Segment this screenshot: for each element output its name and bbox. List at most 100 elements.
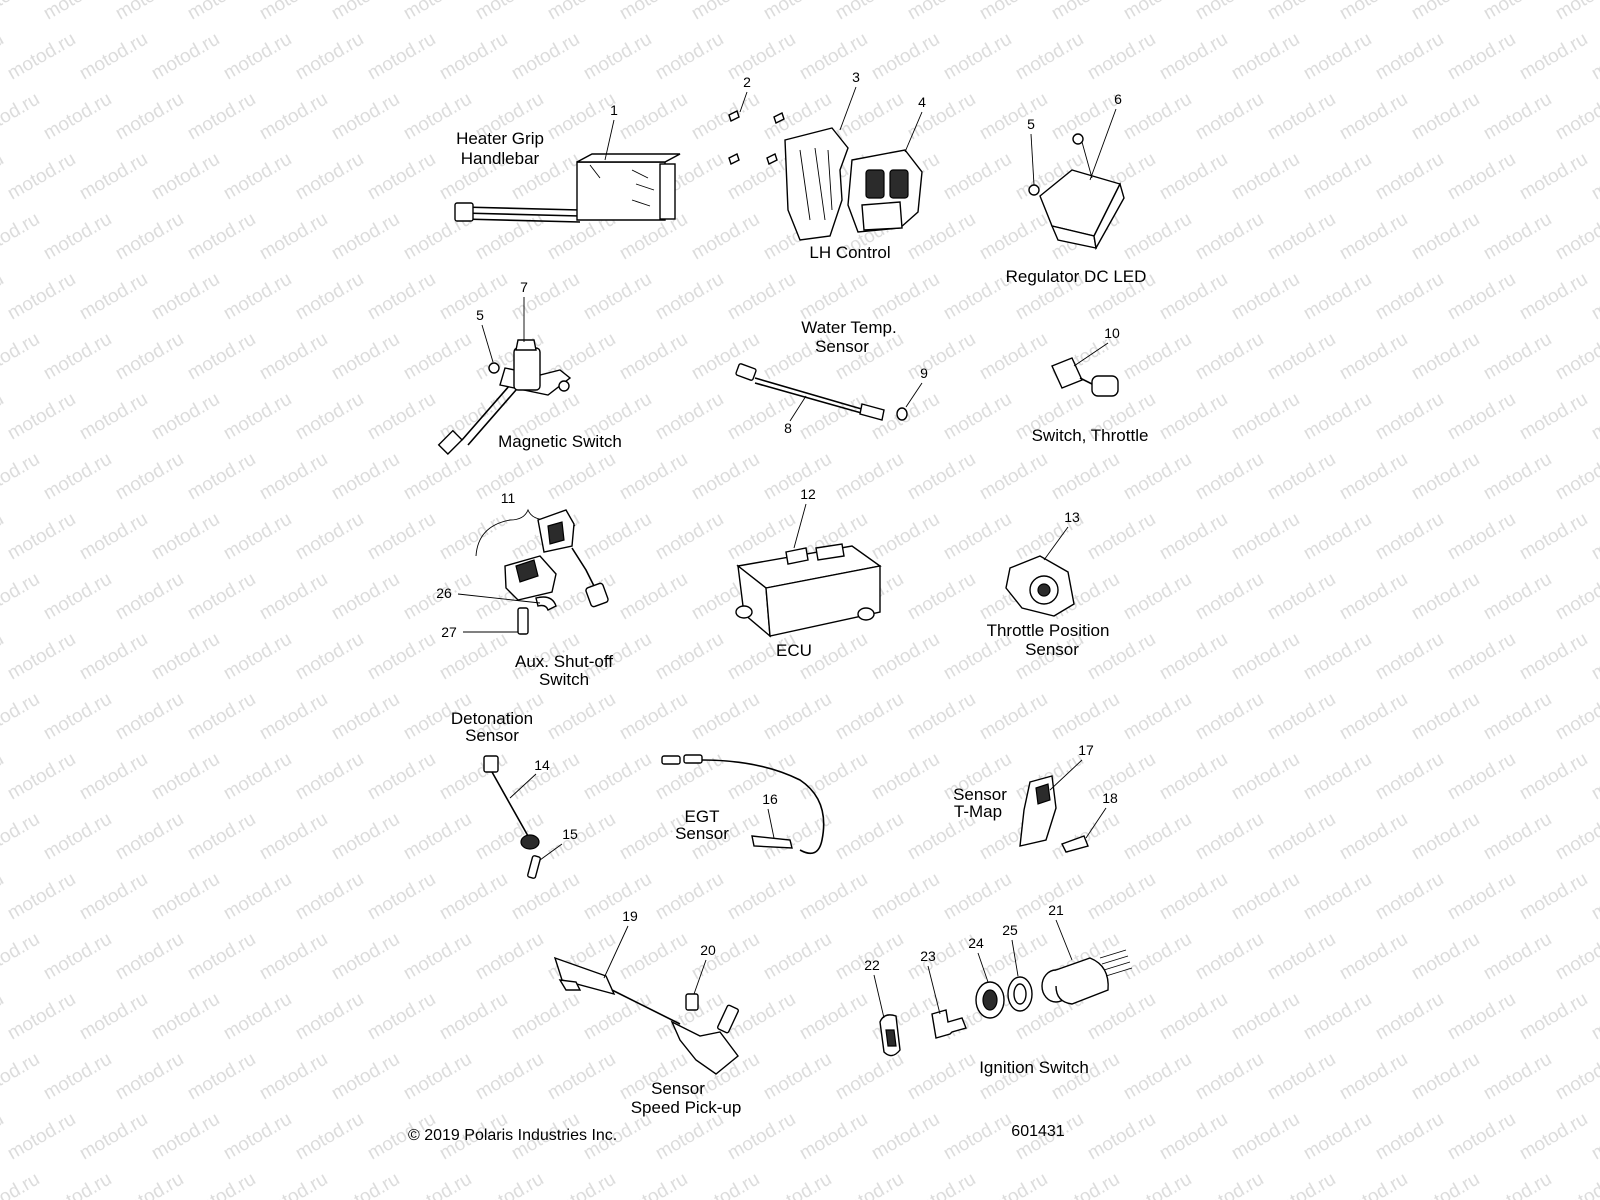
watermark-text: motod.ru <box>1444 389 1519 445</box>
watermark-text: motod.ru <box>0 149 7 205</box>
watermark-text: motod.ru <box>1408 449 1483 505</box>
watermark-text: motod.ru <box>1480 0 1555 24</box>
watermark-text: motod.ru <box>400 929 475 985</box>
watermark-text: motod.ru <box>760 689 835 745</box>
lh-control-part[interactable] <box>728 110 923 241</box>
watermark-text: motod.ru <box>1444 749 1519 805</box>
throttle-position-sensor-part[interactable] <box>1005 555 1075 617</box>
watermark-text: motod.ru <box>1372 149 1447 205</box>
watermark-text: motod.ru <box>1192 1049 1267 1105</box>
watermark-text: motod.ru <box>4 509 79 565</box>
watermark-text: motod.ru <box>832 1169 907 1200</box>
watermark-text: motod.ru <box>1552 329 1600 385</box>
watermark-text: motod.ru <box>1480 929 1555 985</box>
watermark-text: motod.ru <box>76 989 151 1045</box>
watermark-text: motod.ru <box>1192 449 1267 505</box>
watermark-text: motod.ru <box>1588 869 1600 925</box>
watermark-text: motod.ru <box>364 509 439 565</box>
regulator-part[interactable] <box>1028 133 1125 251</box>
watermark-text: motod.ru <box>1372 749 1447 805</box>
watermark-text: motod.ru <box>796 989 871 1045</box>
aux-shutoff-switch-part[interactable] <box>475 508 609 635</box>
watermark-text: motod.ru <box>796 269 871 325</box>
watermark-text: motod.ru <box>1336 329 1411 385</box>
watermark-text: motod.ru <box>184 1169 259 1200</box>
watermark-text: motod.ru <box>0 569 43 625</box>
watermark-text: motod.ru <box>1120 0 1195 24</box>
watermark-text: motod.ru <box>904 89 979 145</box>
watermark-text: motod.ru <box>652 869 727 925</box>
watermark-text: motod.ru <box>652 389 727 445</box>
watermark-text: motod.ru <box>0 509 7 565</box>
magnetic-switch-part[interactable] <box>437 339 572 456</box>
watermark-text: motod.ru <box>40 449 115 505</box>
egt-sensor-part[interactable] <box>661 754 825 855</box>
watermark-text: motod.ru <box>472 929 547 985</box>
watermark-text: motod.ru <box>580 989 655 1045</box>
watermark-text: motod.ru <box>832 809 907 865</box>
watermark-text: motod.ru <box>1156 29 1231 85</box>
copyright-text: © 2019 Polaris Industries Inc. <box>408 1127 617 1144</box>
watermark-text: motod.ru <box>1372 869 1447 925</box>
watermark-text: motod.ru <box>868 629 943 685</box>
watermark-text: motod.ru <box>220 389 295 445</box>
watermark-text: motod.ru <box>1048 449 1123 505</box>
watermark-text: motod.ru <box>1120 89 1195 145</box>
watermark-text: motod.ru <box>220 1109 295 1165</box>
watermark-text: motod.ru <box>868 29 943 85</box>
watermark-text: motod.ru <box>292 149 367 205</box>
watermark-text: motod.ru <box>364 269 439 325</box>
watermark-text: motod.ru <box>1588 1109 1600 1165</box>
watermark-text: motod.ru <box>1408 0 1483 24</box>
watermark-text: motod.ru <box>436 29 511 85</box>
watermark-text: motod.ru <box>184 209 259 265</box>
callout-1: 1 <box>610 102 618 118</box>
watermark-text: motod.ru <box>4 989 79 1045</box>
watermark-text: motod.ru <box>1048 809 1123 865</box>
watermark-text: motod.ru <box>1300 509 1375 565</box>
ecu-part[interactable] <box>735 543 882 638</box>
watermark-text: motod.ru <box>832 689 907 745</box>
watermark-text: motod.ru <box>40 809 115 865</box>
watermark-text: motod.ru <box>616 929 691 985</box>
watermark-text: motod.ru <box>868 269 943 325</box>
watermark-text: motod.ru <box>148 1109 223 1165</box>
watermark-text: motod.ru <box>220 869 295 925</box>
heater-grip-label-line1: Heater Grip <box>456 129 544 148</box>
watermark-text: motod.ru <box>328 689 403 745</box>
watermark-text: motod.ru <box>580 509 655 565</box>
watermark-text: motod.ru <box>112 569 187 625</box>
watermark-text: motod.ru <box>0 749 7 805</box>
detonation-sensor-part[interactable] <box>483 755 541 879</box>
watermark-text: motod.ru <box>1264 569 1339 625</box>
watermark-text: motod.ru <box>184 449 259 505</box>
watermark-text: motod.ru <box>1192 0 1267 24</box>
watermark-text: motod.ru <box>328 0 403 24</box>
watermark-text: motod.ru <box>256 89 331 145</box>
ignition-switch-part[interactable] <box>879 949 1133 1057</box>
watermark-text: motod.ru <box>1516 989 1591 1045</box>
watermark-text: motod.ru <box>436 989 511 1045</box>
watermark-text: motod.ru <box>472 1169 547 1200</box>
callout-20: 20 <box>700 942 716 958</box>
speed-pickup-sensor-part[interactable] <box>553 956 739 1075</box>
tmap-sensor-part[interactable] <box>1019 775 1089 853</box>
watermark-text: motod.ru <box>0 869 7 925</box>
watermark-text: motod.ru <box>616 329 691 385</box>
watermark-text: motod.ru <box>184 0 259 24</box>
watermark-text: motod.ru <box>148 869 223 925</box>
watermark-text: motod.ru <box>1372 629 1447 685</box>
watermark-text: motod.ru <box>1012 29 1087 85</box>
heater-grip-part[interactable] <box>454 153 681 223</box>
watermark-text: motod.ru <box>1156 389 1231 445</box>
water-temp-sensor-part[interactable] <box>735 363 908 421</box>
watermark-text: motod.ru <box>220 29 295 85</box>
watermark-text: motod.ru <box>148 509 223 565</box>
watermark-text: motod.ru <box>292 509 367 565</box>
watermark-text: motod.ru <box>148 989 223 1045</box>
water-temp-label-line2: Sensor <box>815 337 869 356</box>
watermark-text: motod.ru <box>76 1109 151 1165</box>
watermark-text: motod.ru <box>220 989 295 1045</box>
watermark-text: motod.ru <box>1156 269 1231 325</box>
watermark-text: motod.ru <box>1156 989 1231 1045</box>
